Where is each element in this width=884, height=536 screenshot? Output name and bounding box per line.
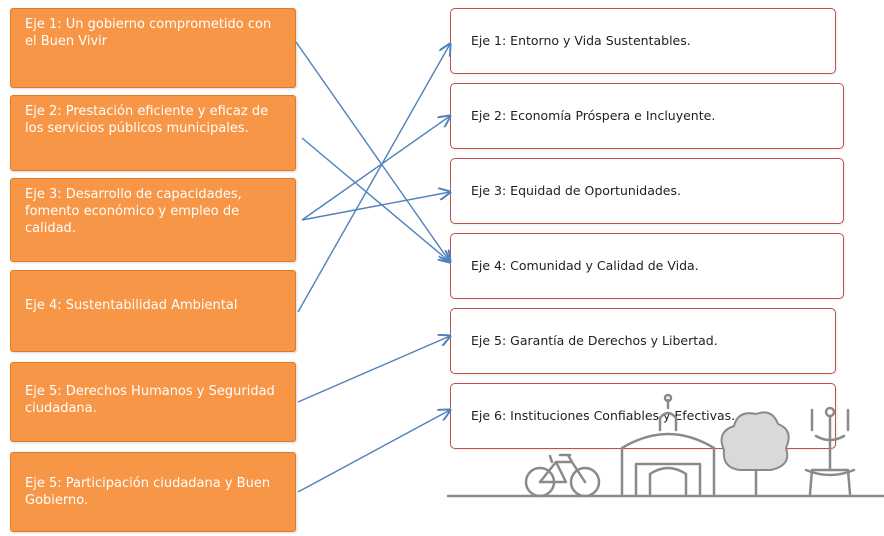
bicycle-icon: [524, 453, 601, 498]
link-arrow-3-to-2: [301, 116, 450, 221]
plan-axis-3-label: Eje 3: Equidad de Oportunidades.: [471, 183, 681, 198]
link-arrow-4-to-1: [297, 44, 450, 313]
plan-axis-2: Eje 2: Economía Próspera e Incluyente.: [450, 83, 844, 149]
municipal-axis-1-label: Eje 1: Un gobierno comprometido con el B…: [25, 17, 272, 49]
municipal-axis-6-label: Eje 5: Participación ciudadana y Buen Go…: [25, 476, 271, 508]
municipal-axis-2: Eje 2: Prestación eficiente y eficaz de …: [10, 95, 296, 171]
plan-axis-6-label: Eje 6: Instituciones Confiables y Efecti…: [471, 408, 736, 423]
municipal-axis-1: Eje 1: Un gobierno comprometido con el B…: [10, 8, 296, 88]
plan-axis-1-label: Eje 1: Entorno y Vida Sustentables.: [471, 33, 691, 48]
plan-axis-4-label: Eje 4: Comunidad y Calidad de Vida.: [471, 258, 699, 273]
municipal-axis-5-label: Eje 5: Derechos Humanos y Seguridad ciud…: [25, 384, 275, 416]
municipal-axis-4-label: Eje 4: Sustentabilidad Ambiental: [25, 298, 238, 313]
link-arrow-3-to-3: [301, 192, 450, 221]
plan-axis-2-label: Eje 2: Economía Próspera e Incluyente.: [471, 108, 716, 123]
plan-axis-4: Eje 4: Comunidad y Calidad de Vida.: [450, 233, 844, 299]
municipal-axis-3-label: Eje 3: Desarrollo de capacidades, foment…: [25, 187, 242, 236]
plan-axis-5-label: Eje 5: Garantía de Derechos y Libertad.: [471, 333, 718, 348]
plan-axis-3: Eje 3: Equidad de Oportunidades.: [450, 158, 844, 224]
plan-axis-1: Eje 1: Entorno y Vida Sustentables.: [450, 8, 836, 74]
municipal-axis-5: Eje 5: Derechos Humanos y Seguridad ciud…: [10, 362, 296, 442]
municipal-axis-3: Eje 3: Desarrollo de capacidades, foment…: [10, 178, 296, 262]
municipal-axis-6: Eje 5: Participación ciudadana y Buen Go…: [10, 452, 296, 532]
plan-axis-5: Eje 5: Garantía de Derechos y Libertad.: [450, 308, 836, 374]
link-arrow-6-to-6: [297, 410, 450, 493]
link-arrow-2-to-4: [301, 137, 450, 262]
municipal-axis-2-label: Eje 2: Prestación eficiente y eficaz de …: [25, 104, 269, 136]
plan-axis-6: Eje 6: Instituciones Confiables y Efecti…: [450, 383, 836, 449]
municipal-axis-4: Eje 4: Sustentabilidad Ambiental: [10, 270, 296, 352]
link-arrow-5-to-5: [297, 336, 450, 403]
links-group: [295, 41, 450, 493]
link-arrow-1-to-4: [295, 41, 450, 262]
